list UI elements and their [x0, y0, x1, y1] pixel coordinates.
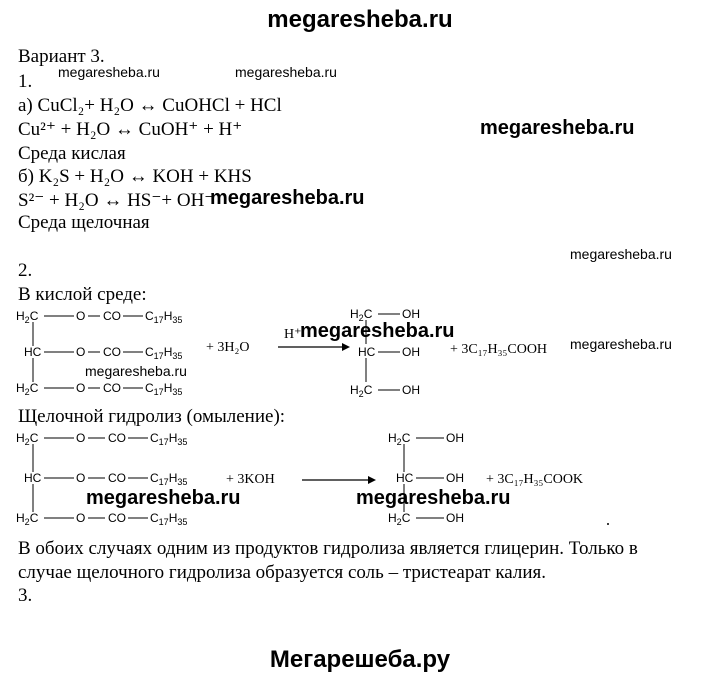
svg-text:CO: CO	[103, 381, 121, 395]
q1-b-label: б)	[18, 166, 34, 187]
watermark-big: megaresheba.ru	[480, 117, 635, 139]
q1-a-eq2: Cu²⁺ + H₂O ↔ CuOH⁺ + H⁺	[18, 119, 243, 140]
svg-text:OH: OH	[446, 431, 464, 445]
svg-text:CO: CO	[103, 345, 121, 359]
svg-text:C17H35: C17H35	[145, 381, 182, 397]
alkali-reagent: + 3KOH	[226, 472, 275, 487]
acid-catalyst: H⁺	[284, 327, 302, 342]
footer-site: Мегарешеба.ру	[269, 646, 451, 673]
triglyceride-structure: H2C O CO C17H35 HC O CO C17H35 H2C O CO …	[16, 309, 182, 397]
svg-text:C17H35: C17H35	[145, 345, 182, 361]
q1-b-eq2: S²⁻ + H₂O ↔ HS⁻+ OH⁻	[18, 190, 215, 211]
watermark-big: megaresheba.ru	[210, 187, 365, 209]
svg-text:CO: CO	[103, 309, 121, 323]
svg-text:C17H35: C17H35	[145, 309, 182, 325]
watermark-small: megaresheba.ru	[570, 336, 672, 352]
q1-b-env: Среда щелочная	[18, 212, 150, 233]
alkaline-hydrolysis-scheme: H2C O CO C17H35 HC O CO C17H35 H2C O CO …	[16, 431, 609, 527]
watermark-small: megaresheba.ru	[235, 64, 337, 80]
svg-text:CO: CO	[108, 511, 126, 525]
svg-text:O: O	[76, 309, 85, 323]
svg-text:O: O	[76, 345, 85, 359]
svg-text:H2C: H2C	[388, 511, 411, 527]
q1-a-env: Среда кислая	[18, 143, 126, 164]
watermark-small: megaresheba.ru	[58, 64, 160, 80]
svg-text:C17H35: C17H35	[150, 471, 187, 487]
svg-text:H2C: H2C	[388, 431, 411, 447]
alkali-product: + 3C₁₇H₃₅COOK	[486, 472, 584, 487]
svg-text:C17H35: C17H35	[150, 431, 187, 447]
watermark-big: megaresheba.ru	[86, 487, 241, 509]
q2-acid-title: В кислой среде:	[18, 284, 147, 305]
watermark-big: megaresheba.ru	[356, 487, 511, 509]
header-site: megaresheba.ru	[267, 6, 453, 33]
svg-text:C17H35: C17H35	[150, 511, 187, 527]
svg-text:OH: OH	[446, 471, 464, 485]
watermark-small: megaresheba.ru	[570, 246, 672, 262]
variant-title: Вариант 3.	[18, 46, 105, 67]
svg-text:CO: CO	[108, 471, 126, 485]
glycerol-structure: H2C OH HC OH H2C OH	[388, 431, 464, 527]
acid-reagent: + 3H₂O	[206, 340, 250, 355]
equation: K₂S + H₂O ↔ KOH + KHS	[38, 166, 252, 187]
glycerol-structure: H2C OH HC OH H2C OH	[350, 307, 420, 399]
svg-text:O: O	[76, 471, 85, 485]
svg-text:O: O	[76, 431, 85, 445]
svg-text:HC: HC	[24, 345, 42, 359]
q2-number: 2.	[18, 260, 33, 281]
watermark-big: megaresheba.ru	[300, 320, 455, 342]
q1-a-eq1: а) CuCl₂+ H₂O ↔ CuOHCl + HCl	[18, 96, 282, 115]
svg-text:OH: OH	[402, 345, 420, 359]
acid-hydrolysis-scheme: H2C O CO C17H35 HC O CO C17H35 H2C O CO …	[16, 307, 420, 399]
svg-text:H2C: H2C	[350, 383, 373, 399]
svg-text:H2C: H2C	[16, 381, 39, 397]
q1-b-eq1: б) K₂S + H₂O ↔ KOH + KHS	[18, 167, 252, 186]
svg-text:HC: HC	[358, 345, 376, 359]
svg-text:OH: OH	[402, 383, 420, 397]
svg-text:O: O	[76, 381, 85, 395]
svg-text:H2C: H2C	[350, 307, 373, 323]
acid-product: + 3C₁₇H₃₅COOH	[450, 342, 548, 357]
svg-text:CO: CO	[108, 431, 126, 445]
svg-text:H2C: H2C	[16, 511, 39, 527]
q1-a-label: а)	[18, 95, 33, 116]
svg-text:O: O	[76, 511, 85, 525]
q1-number: 1.	[18, 71, 33, 92]
svg-text:H2C: H2C	[16, 309, 39, 325]
svg-text:HC: HC	[24, 471, 42, 485]
svg-text:H2C: H2C	[16, 431, 39, 447]
svg-text:OH: OH	[446, 511, 464, 525]
svg-text:OH: OH	[402, 307, 420, 321]
svg-text:HC: HC	[396, 471, 414, 485]
q2-alkali-title: Щелочной гидролиз (омыление):	[18, 406, 286, 427]
q2-conclusion-line2: случае щелочного гидролиза образуется со…	[18, 562, 547, 583]
watermark-small: megaresheba.ru	[85, 363, 187, 379]
triglyceride-structure: H2C O CO C17H35 HC O CO C17H35 H2C O CO …	[16, 431, 187, 527]
q3-number: 3.	[18, 585, 33, 606]
q2-conclusion-line1: В обоих случаях одним из продуктов гидро…	[18, 538, 638, 559]
equation: CuCl₂+ H₂O ↔ CuOHCl + HCl	[37, 95, 282, 116]
